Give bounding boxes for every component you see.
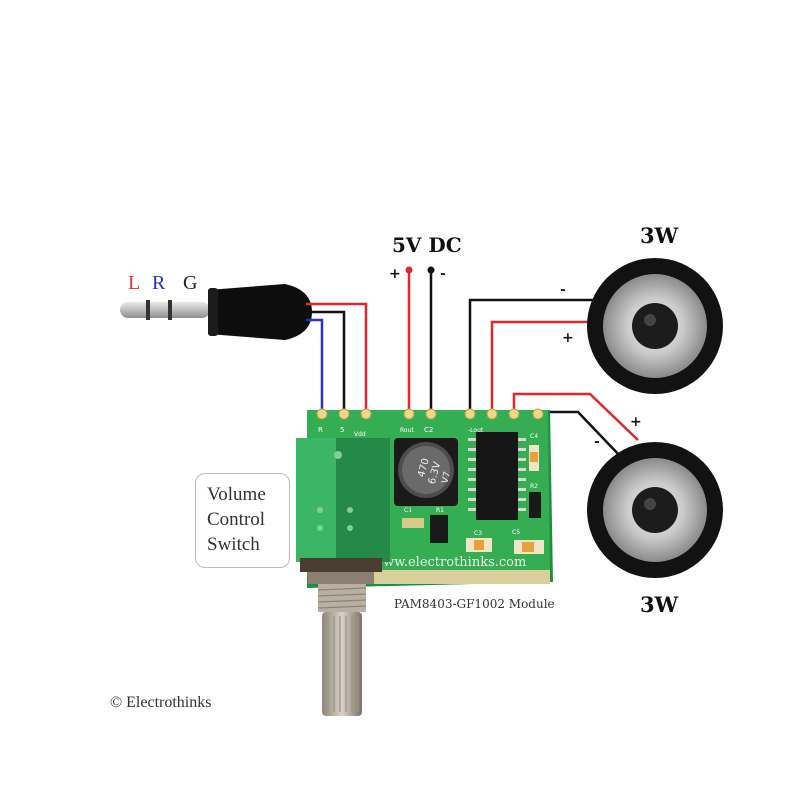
pin-label-5: 5	[340, 426, 344, 434]
pin-label-r1: R1	[436, 507, 444, 514]
volume-control-callout: Volume Control Switch	[195, 473, 290, 568]
wire-right-black	[306, 310, 346, 412]
cap-value-label: 470	[416, 457, 432, 478]
supply-minus-sign: -	[440, 266, 446, 282]
jack-label-l: L	[128, 272, 140, 294]
pin-label-c1: C1	[404, 507, 412, 514]
speaker-top	[587, 258, 723, 394]
pin-label-c4: C4	[530, 433, 538, 440]
speaker-top-plus: +	[562, 330, 574, 346]
pin-label-c5: C5	[512, 529, 520, 536]
wire-left-red	[306, 302, 368, 412]
audio-jack-plug	[120, 284, 312, 340]
wire-top-speaker-plus	[490, 320, 596, 412]
volume-label-line-1: Volume	[207, 484, 266, 505]
pin-label-c2: C2	[424, 426, 433, 434]
speaker-top-minus: -	[560, 282, 566, 298]
pam8403-ic	[468, 432, 526, 520]
pin-label-c3: C3	[474, 530, 482, 537]
cap-v-label: V7	[440, 471, 453, 485]
wire-bottom-speaker-plus	[512, 392, 639, 441]
pin-label-lout: -Lout	[468, 427, 484, 434]
volume-label-line-3: Switch	[207, 534, 260, 555]
speaker-bottom-minus: -	[594, 434, 600, 450]
volume-potentiometer	[296, 438, 390, 716]
board-url: www.electrothinks.com	[372, 555, 526, 570]
speaker-bottom	[587, 442, 723, 578]
pin-label-rout: Rout	[400, 427, 414, 434]
speaker-top-label: 3W	[640, 223, 679, 248]
pin-label-r2: R2	[530, 483, 538, 490]
wire-top-speaker-minus	[468, 298, 610, 412]
pin-label-vdd: Vdd	[354, 431, 366, 438]
module-label: PAM8403-GF1002 Module	[394, 597, 555, 611]
speaker-bottom-plus: +	[630, 414, 642, 430]
wire-ground-blue	[306, 318, 324, 412]
pin-label-r: R	[318, 426, 323, 434]
supply-label: 5V DC	[392, 233, 462, 257]
wire-bottom-speaker-minus	[538, 410, 623, 459]
copyright-text: © Electrothinks	[110, 694, 212, 711]
volume-label-line-2: Control	[207, 509, 266, 530]
electrolytic-capacitor: 470 6.3V V7	[394, 438, 458, 506]
speaker-bottom-label: 3W	[640, 592, 679, 617]
jack-label-g: G	[183, 272, 197, 294]
supply-plus-sign: +	[389, 266, 401, 282]
jack-label-r: R	[152, 272, 166, 294]
